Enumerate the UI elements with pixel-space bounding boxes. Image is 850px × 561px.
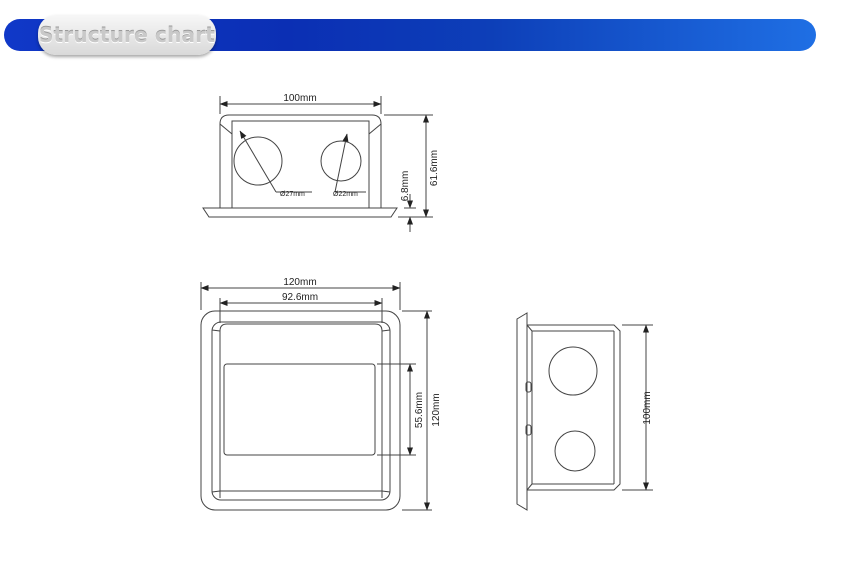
side-view-body <box>527 324 621 491</box>
section-title-tag: Structure chart <box>38 15 216 55</box>
window-height-label: 55.6mm <box>414 392 425 428</box>
top-width-label: 100mm <box>283 93 316 104</box>
top-view-flange <box>202 207 398 218</box>
front-outer-width-label: 120mm <box>283 277 316 288</box>
hole-large <box>233 136 283 186</box>
hole-small-label: Ø22mm <box>333 191 358 198</box>
side-view-flange <box>516 312 528 511</box>
front-view <box>200 282 432 511</box>
flange-height-label: 6.8mm <box>400 171 411 202</box>
hole-large-label: Ø27mm <box>280 191 305 198</box>
side-height-label: 100mm <box>642 391 653 424</box>
side-hole-large <box>548 346 598 396</box>
hole-small <box>320 140 362 182</box>
section-title: Structure chart <box>38 23 216 47</box>
side-hole-small <box>554 430 596 472</box>
front-plate-outline <box>200 310 401 511</box>
top-view <box>202 96 433 232</box>
front-window <box>223 363 376 456</box>
side-view <box>516 312 653 511</box>
front-inner-width-label: 92.6mm <box>282 292 318 303</box>
top-height-label: 61.6mm <box>429 150 440 186</box>
top-view-outline <box>219 114 382 208</box>
front-outer-height-label: 120mm <box>431 393 442 426</box>
